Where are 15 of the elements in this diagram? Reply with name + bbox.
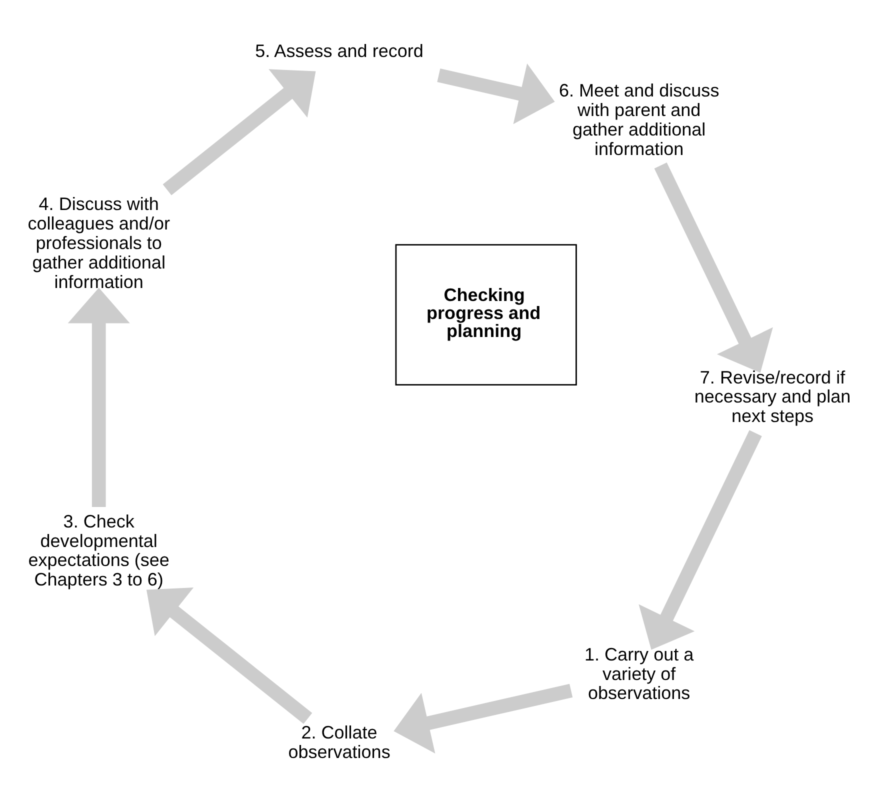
node-text: 4. Discuss with colleagues and/or professionals to gather additional information [28,194,170,292]
node-text: 1. Carry out a variety of observations [584,644,694,703]
node-text: 3. Check developmental expectations (see Chapters 3 to 6) [28,510,170,590]
node-box: Checking progress and planning [395,244,577,386]
arrow [437,63,555,124]
arrow [394,683,573,753]
arrow [68,287,130,507]
node-text: 2. Collate observations [288,722,390,762]
arrow [162,68,316,195]
node-text: 5. Assess and record [255,40,424,61]
arrow [146,587,312,724]
arrow [654,162,773,372]
node-text: 6. Meet and discuss with parent and gather additional information [558,80,720,158]
arrow [638,430,762,650]
node-text: 7. Revise/record if necessary and plan next steps [694,366,851,426]
